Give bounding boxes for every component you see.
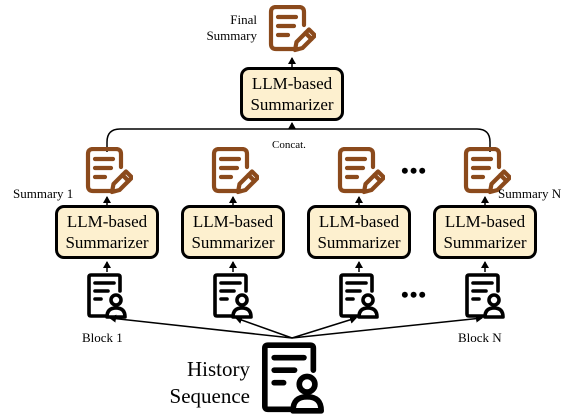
summarizer-box-1: LLM-based Summarizer: [55, 205, 159, 259]
summarizer-box-4: LLM-based Summarizer: [433, 205, 537, 259]
final-summary-label: Final Summary: [193, 12, 257, 44]
split-arrow-4: [291, 314, 483, 339]
summarizer-2-line2: Summarizer: [191, 233, 275, 252]
block-icon-4: [465, 273, 505, 319]
history-label-line2: Sequence: [169, 384, 250, 408]
summarizer-4-line1: LLM-based: [444, 212, 526, 231]
split-arrow-3: [291, 315, 357, 339]
block-ellipsis: •••: [401, 282, 428, 307]
summarizer-3-line1: LLM-based: [318, 212, 400, 231]
summarizer-3-line2: Summarizer: [317, 233, 401, 252]
final-summary-label-line2: Summary: [206, 28, 257, 43]
final-summary-label-line1: Final: [230, 12, 257, 27]
final-summary-icon: [271, 7, 315, 50]
concat-bracket: [106, 128, 491, 152]
history-label-line1: History: [187, 357, 250, 381]
summarizer-box-2: LLM-based Summarizer: [181, 205, 285, 259]
summarizer-box-3: LLM-based Summarizer: [307, 205, 411, 259]
summarizer-1-line2: Summarizer: [65, 233, 149, 252]
summary-ellipsis: •••: [401, 158, 428, 183]
summarizer-4-line2: Summarizer: [443, 233, 527, 252]
block-1-label: Block 1: [82, 330, 123, 345]
summary-icon-3: [340, 149, 384, 192]
summary-1-label: Summary 1: [13, 186, 74, 201]
summarizer-2-line1: LLM-based: [192, 212, 274, 231]
history-sequence-icon: [265, 345, 321, 411]
history-sequence-label: History Sequence: [160, 356, 250, 410]
top-summarizer-line2: Summarizer: [250, 95, 334, 114]
concat-label: Concat.: [272, 139, 306, 151]
block-icon-3: [339, 273, 379, 319]
summary-icon-2: [214, 149, 258, 192]
summary-n-label: Summary N: [498, 186, 562, 201]
top-summarizer-line1: LLM-based: [251, 74, 333, 93]
split-arrow-2: [235, 316, 293, 339]
block-icon-2: [213, 273, 253, 319]
block-n-label: Block N: [458, 330, 502, 345]
summary-icon-1: [88, 149, 132, 192]
block-icon-1: [87, 273, 127, 319]
summarizer-1-line1: LLM-based: [66, 212, 148, 231]
top-summarizer-box: LLM-based Summarizer: [240, 67, 344, 121]
split-arrow-1: [109, 314, 293, 339]
